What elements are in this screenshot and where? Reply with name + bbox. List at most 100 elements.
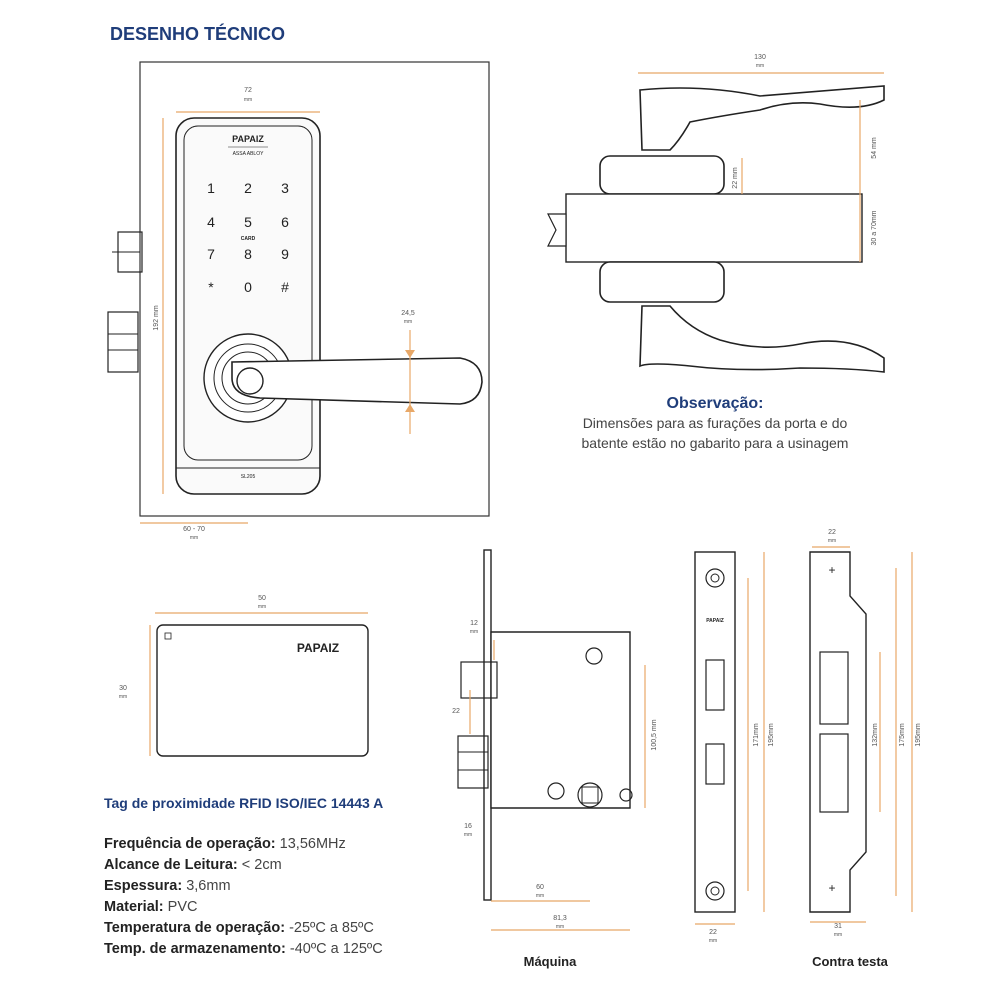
dim-unit-813: mm [556, 924, 564, 930]
faceplate-latch-slot [705, 659, 725, 711]
observation-line-1: Dimensões para as furações da porta e do [583, 415, 848, 431]
dim-label-192: 192 mm [153, 305, 160, 330]
dim-unit-130: mm [756, 63, 764, 69]
key-hash[interactable]: # [281, 279, 289, 295]
faceplate-screw-bottom-icon [705, 881, 725, 901]
strike-bolt-slot [819, 733, 849, 813]
dim-label-22-mortise: 22 [452, 708, 460, 715]
mortise-faceplate [483, 549, 492, 901]
spec-row-material: Material: PVC [104, 899, 198, 915]
dim-unit-30: mm [119, 694, 127, 700]
strike-screw-top-icon: + [828, 563, 835, 577]
dim-label-171: 171mm [753, 723, 760, 747]
faceplate-outline [694, 551, 736, 913]
dim-label-60: 60 [536, 884, 544, 891]
latch-top-view [547, 213, 567, 247]
card-hole-icon [164, 632, 172, 640]
dim-label-175: 175mm [899, 723, 906, 747]
dim-label-72: 72 [244, 87, 252, 94]
dim-label-50: 50 [258, 595, 266, 602]
dim-unit-72: mm [244, 97, 252, 103]
lock-front-view: PAPAIZ ASSA ABLOY 1 2 3 4 5 6 7 8 9 * 0 … [107, 61, 490, 541]
page-title: DESENHO TÉCNICO [110, 23, 285, 44]
mortise-spindle-hole [577, 782, 603, 808]
key-6[interactable]: 6 [281, 214, 289, 230]
dim-unit-60: mm [536, 893, 544, 899]
strike-latch-slot [819, 651, 849, 725]
key-7[interactable]: 7 [207, 246, 215, 262]
card-label: CARD [241, 236, 256, 242]
dead-bolt [107, 311, 139, 373]
dim-label-1005: 100,5 mm [651, 719, 658, 750]
card-outline [156, 624, 369, 757]
dim-unit-16: mm [464, 832, 472, 838]
strike-plate-outline [809, 551, 867, 913]
lever-handle[interactable] [231, 357, 483, 405]
door-section [565, 193, 863, 263]
mortise-hole-top [585, 647, 603, 665]
lock-panel [183, 125, 313, 461]
key-0[interactable]: 0 [244, 279, 252, 295]
dim-label-130: 130 [754, 54, 766, 61]
keypad: 1 2 3 4 5 6 7 8 9 * 0 # [207, 180, 289, 295]
key-star[interactable]: * [208, 279, 214, 295]
key-1[interactable]: 1 [207, 180, 215, 196]
dim-label-132: 132mm [872, 723, 879, 747]
key-4[interactable]: 4 [207, 214, 215, 230]
key-9[interactable]: 9 [281, 246, 289, 262]
dim-label-12: 12 [470, 620, 478, 627]
dim-unit-245: mm [404, 319, 412, 325]
door-outline [139, 61, 490, 517]
dim-label-22-strike: 22 [828, 529, 836, 536]
upper-rosette [599, 155, 725, 195]
key-5[interactable]: 5 [244, 214, 252, 230]
dim-unit-backset: mm [190, 535, 198, 541]
faceplate-brand: PAPAIZ [706, 618, 724, 624]
mortise-case [490, 631, 631, 809]
mortise-hole-left [547, 782, 565, 800]
dim-label-16: 16 [464, 823, 472, 830]
contra-testa-caption: Contra testa [812, 954, 889, 969]
key-3[interactable]: 3 [281, 180, 289, 196]
lock-model: SL205 [241, 474, 256, 480]
card-brand: PAPAIZ [297, 641, 339, 655]
dim-label-22-top: 22 mm [732, 167, 739, 189]
dim-label-30: 30 [119, 685, 127, 692]
faceplate-screw-top-icon [705, 568, 725, 588]
spec-row-range: Alcance de Leitura: < 2cm [104, 857, 282, 873]
lower-rosette [599, 261, 725, 303]
faceplate-bolt-slot [705, 743, 725, 785]
mortise-body: 12 mm 22 16 mm 100,5 mm 60 mm 81,3 mm Má… [452, 549, 658, 969]
tag-title: Tag de proximidade RFID ISO/IEC 14443 A [104, 795, 383, 811]
key-8[interactable]: 8 [244, 246, 252, 262]
rfid-card: 50 mm 30 mm PAPAIZ [119, 595, 369, 757]
dim-label-door: 30 a 70mm [871, 210, 878, 245]
lower-handle [639, 305, 885, 373]
dim-unit-22-strike: mm [828, 538, 836, 544]
key-2[interactable]: 2 [244, 180, 252, 196]
dim-label-195-strike: 195mm [915, 723, 922, 747]
spec-row-thickness: Espessura: 3,6mm [104, 878, 231, 894]
dim-unit-50: mm [258, 604, 266, 610]
observation-line-2: batente estão no gabarito para a usinage… [582, 435, 849, 451]
dim-label-245: 24,5 [401, 310, 415, 317]
lock-body [175, 117, 321, 495]
dim-label-813: 81,3 [553, 915, 567, 922]
dim-unit-12: mm [470, 629, 478, 635]
upper-handle [639, 85, 885, 151]
cylinder-icon [236, 367, 264, 395]
lock-brand: PAPAIZ [232, 134, 264, 144]
dim-label-22-face: 22 [709, 929, 717, 936]
maquina-caption: Máquina [524, 954, 577, 969]
spec-row-frequency: Frequência de operação: 13,56MHz [104, 836, 346, 852]
dim-label-31: 31 [834, 923, 842, 930]
dim-unit-22-face: mm [709, 938, 717, 944]
spec-row-operating-temp: Temperatura de operação: -25ºC a 85ºC [104, 920, 374, 936]
lock-top-view: 130 mm 22 mm 54 mm 30 a 70mm [547, 54, 885, 373]
mortise-latch [460, 661, 498, 699]
dim-unit-31: mm [834, 932, 842, 938]
strike-plate-view: + + 22 mm 132mm 175mm 195mm 31 mm Contra… [809, 529, 922, 969]
spec-row-storage-temp: Temp. de armazenamento: -40ºC a 125ºC [104, 941, 383, 957]
observation-heading: Observação: [667, 395, 764, 412]
